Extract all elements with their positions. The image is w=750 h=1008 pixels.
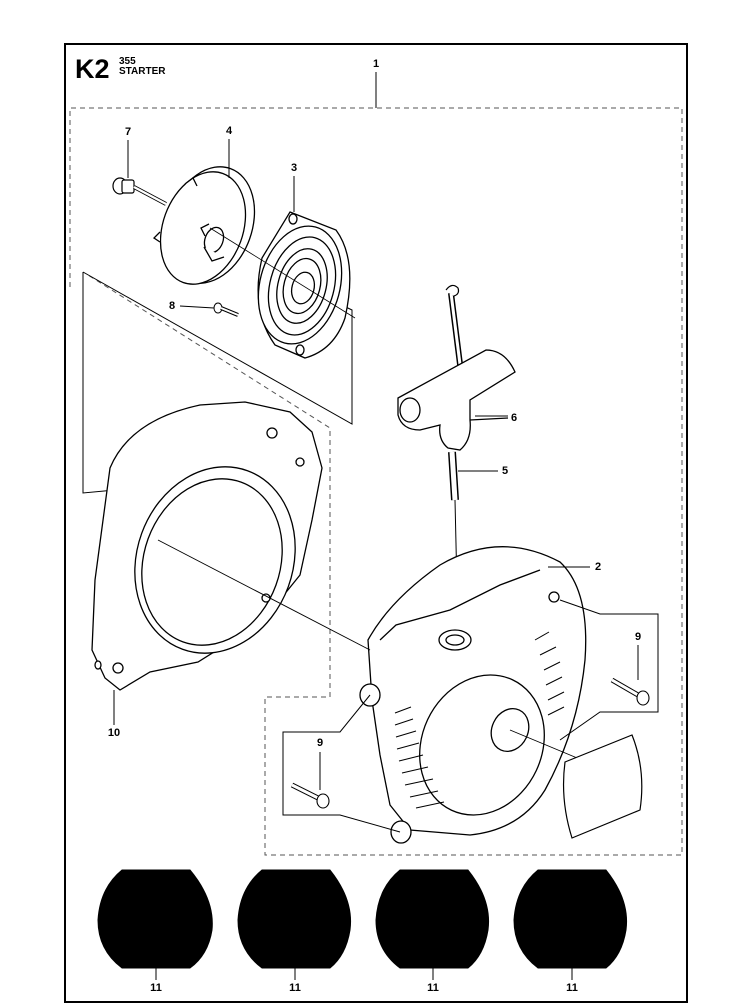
callout-11-a: 11 — [150, 982, 162, 994]
decal-shape-2 — [237, 869, 352, 969]
decal-shape-1 — [97, 869, 213, 969]
callout-9-left: 9 — [316, 737, 324, 749]
callout-1: 1 — [372, 58, 380, 70]
housing-screw-left-part — [290, 782, 330, 809]
starter-housing-part — [359, 546, 587, 844]
page-border — [64, 43, 688, 1003]
assembly-dashed-outline — [69, 107, 683, 856]
spring-screw-leader-line — [179, 305, 215, 309]
housing-decal-part — [562, 734, 643, 839]
housing-screw-right-part — [610, 677, 650, 706]
pulley-axis-line — [209, 227, 356, 319]
housing-center-axis — [509, 729, 583, 761]
decal-shape-4 — [513, 869, 628, 969]
decal-shape-3 — [375, 869, 490, 969]
spring-screw-part — [213, 302, 239, 317]
housing-rope-axis — [157, 539, 371, 651]
callout-3: 3 — [290, 162, 298, 174]
page-title: STARTER — [119, 66, 166, 77]
callout-8: 8 — [168, 300, 176, 312]
housing-screw-right-bracket — [559, 599, 659, 741]
page-code: K2 — [75, 54, 110, 84]
callout-2: 2 — [594, 561, 602, 573]
callout-10: 10 — [107, 727, 121, 739]
fan-cover-part — [91, 401, 323, 691]
callout-5: 5 — [501, 465, 509, 477]
pulley-part — [152, 166, 256, 285]
model-number: 355 — [119, 56, 136, 67]
callout-7: 7 — [124, 126, 132, 138]
callout-4: 4 — [225, 125, 233, 137]
pulley-screw-part — [112, 177, 167, 206]
spring-cassette-part — [257, 211, 351, 359]
decal-shapes — [97, 869, 628, 969]
handle-part — [397, 349, 516, 451]
callout-6: 6 — [510, 412, 518, 424]
callout-11-d: 11 — [566, 982, 578, 994]
callout-9-right: 9 — [634, 631, 642, 643]
callout-11-b: 11 — [289, 982, 301, 994]
decal-leaders — [155, 968, 573, 980]
housing-screw-left-bracket — [282, 694, 401, 833]
callout-11-c: 11 — [427, 982, 439, 994]
